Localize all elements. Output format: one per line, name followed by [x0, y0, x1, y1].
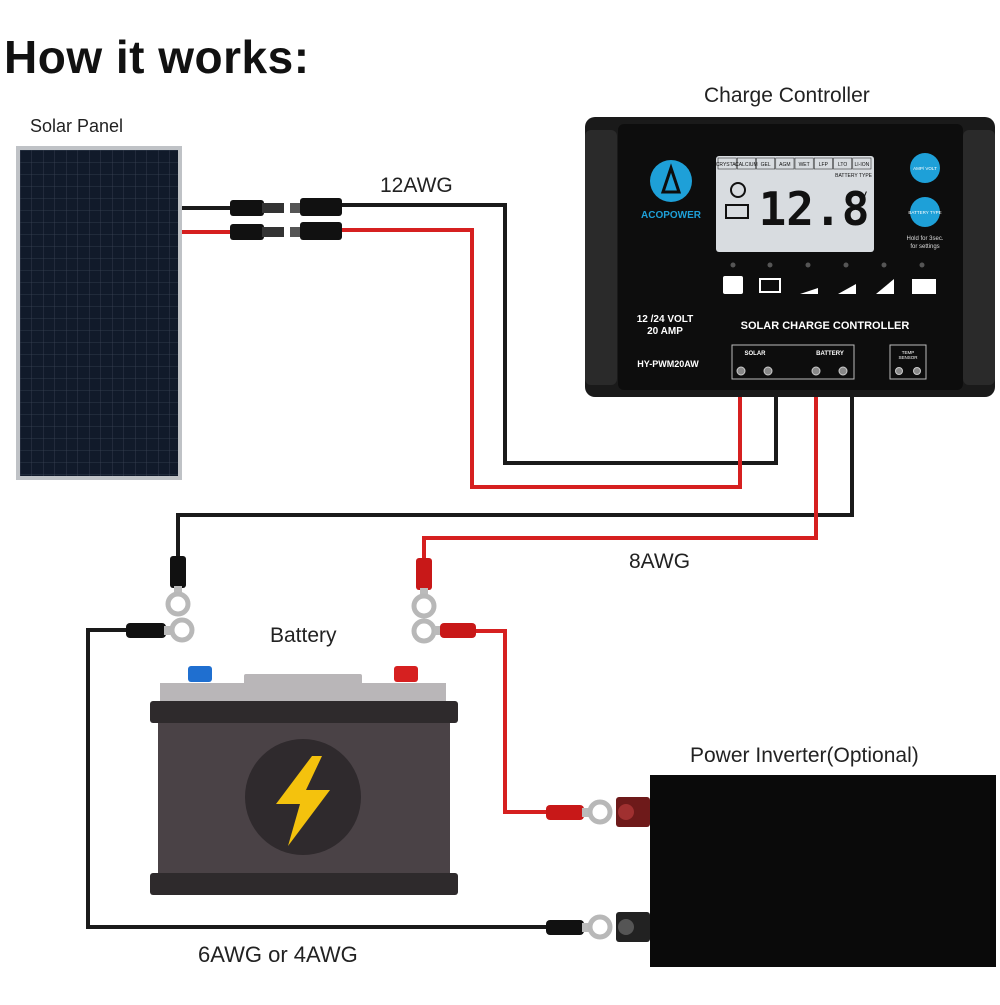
battery-type-cell — [736, 157, 756, 170]
ring-terminal-red-top — [411, 558, 437, 619]
page-title: How it works: — [4, 31, 310, 83]
power-inverter — [616, 775, 996, 967]
lcd-voltage-value: 12.8 — [759, 182, 870, 236]
amp-volt-button[interactable]: AMP/ VOLT — [910, 153, 940, 183]
terminal-solar-label: SOLAR — [745, 351, 767, 357]
level-2-icon — [838, 284, 856, 294]
negative-terminal — [188, 666, 212, 682]
battery — [150, 666, 458, 895]
lightning-bolt-icon — [276, 756, 330, 846]
hold-note-line-2: for settings — [910, 244, 939, 250]
battery-status-icon — [759, 278, 781, 293]
battery-type-cell — [794, 157, 814, 170]
battery-type-cell — [833, 157, 853, 170]
terminal-screws — [736, 366, 848, 376]
temp-sensor-screws — [895, 367, 921, 375]
status-icons — [723, 276, 936, 294]
battery-type-label: CALCIUM — [735, 162, 758, 168]
amp-volt-button-label: AMP/ VOLT — [913, 166, 937, 171]
battery-type-label: CRYSTAL — [716, 162, 739, 168]
spec-amps: 20 AMP — [647, 326, 683, 337]
indicator-leds — [730, 262, 925, 268]
lcd-battery-icon — [725, 204, 749, 219]
terminal-battery-label: BATTERY — [816, 351, 844, 357]
positive-terminal — [394, 666, 418, 682]
lcd-voltage-unit: V — [859, 189, 867, 203]
wire-panel-black — [182, 203, 778, 465]
battery-label: Battery — [270, 624, 337, 647]
battery-type-label: GEL — [761, 162, 771, 168]
battery-type-cell — [775, 157, 795, 170]
battery-type-cell — [756, 157, 776, 170]
battery-type-cell — [852, 157, 872, 170]
battery-type-button-label: BATTERY TYPE — [908, 210, 941, 215]
ring-terminal-red-battery — [411, 618, 476, 644]
wire-gauge-8awg-label: 8AWG — [629, 550, 691, 573]
temp-sensor-block — [889, 344, 927, 380]
battery-type-cell — [717, 157, 737, 170]
battery-type-label: AGM — [779, 162, 790, 168]
battery-type-label: LI-ION — [855, 162, 870, 168]
mc4-connector-black — [230, 198, 342, 216]
battery-type-cell — [813, 157, 833, 170]
battery-type-caption: BATTERY TYPE — [835, 173, 873, 179]
model-number: HY-PWM20AW — [637, 359, 699, 369]
panel-status-icon — [723, 276, 743, 294]
terminal-block — [731, 344, 855, 380]
battery-type-label: LFP — [819, 162, 829, 168]
product-name: SOLAR CHARGE CONTROLLER — [741, 320, 910, 332]
wire-panel-red — [182, 228, 742, 489]
brand-logo-icon — [650, 160, 692, 202]
brand-name: ACOPOWER — [641, 210, 702, 221]
lcd-display — [716, 156, 874, 252]
wire-gauge-12awg-label: 12AWG — [380, 174, 453, 197]
solar-panel-label: Solar Panel — [30, 116, 124, 136]
battery-type-label: LTO — [838, 162, 847, 168]
solar-panel — [16, 146, 182, 480]
hold-note-line-1: Hold for 3sec. — [906, 236, 943, 242]
ring-terminal-red-inverter — [546, 799, 613, 825]
inverter-label: Power Inverter(Optional) — [690, 744, 919, 767]
wire-inverter-red — [472, 629, 548, 814]
level-1-icon — [800, 288, 818, 294]
temp-sensor-label-1: TEMP — [902, 350, 915, 355]
ring-terminal-black-top — [165, 556, 191, 617]
mc4-connector-red — [230, 222, 342, 240]
battery-type-button[interactable]: BATTERY TYPE — [908, 197, 942, 227]
temp-sensor-label-2: SENSOR — [898, 355, 918, 360]
level-3-icon — [876, 279, 894, 294]
wire-inverter-black — [86, 628, 550, 929]
wire-battery-red — [422, 396, 818, 562]
spec-voltage: 12 /24 VOLT — [637, 314, 694, 325]
battery-type-label: WET — [799, 162, 810, 168]
charge-controller-label: Charge Controller — [704, 84, 870, 107]
wire-battery-black — [176, 396, 854, 560]
full-battery-icon — [912, 279, 936, 294]
ring-terminal-black-inverter — [546, 914, 613, 940]
sun-icon — [730, 182, 746, 198]
ring-terminal-black-battery — [126, 617, 195, 643]
wire-gauge-6awg-label: 6AWG or 4AWG — [198, 942, 358, 967]
